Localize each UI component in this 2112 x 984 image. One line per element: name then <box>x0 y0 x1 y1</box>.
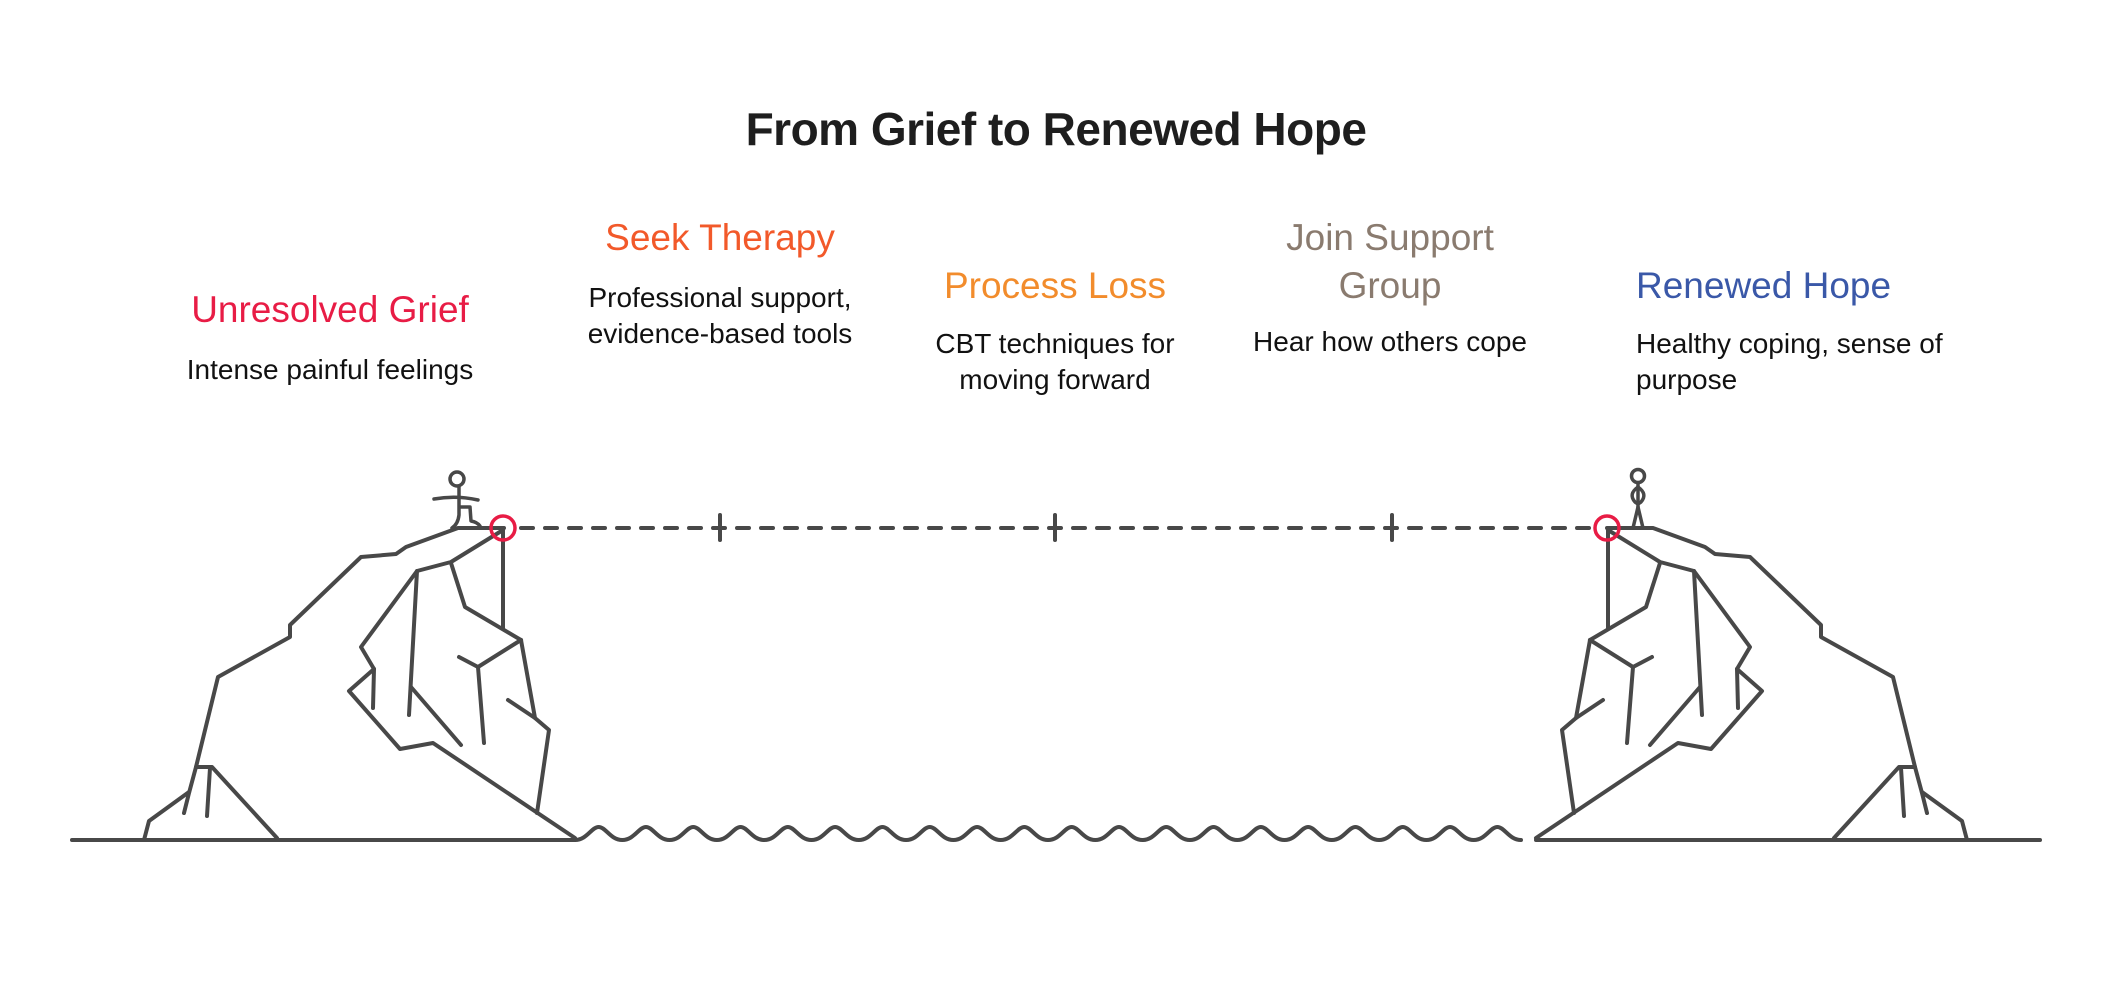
start-marker <box>489 514 517 542</box>
step-heading: Renewed Hope <box>1636 265 1892 306</box>
step-join-support-group: Join Support Group Hear how others cope <box>1230 214 1550 360</box>
step-process-loss: Process Loss CBT techniques for moving f… <box>900 262 1210 398</box>
step-heading: Unresolved Grief <box>191 289 469 330</box>
step-description: Intense painful feelings <box>186 354 474 385</box>
step-description: Professional support, evidence-based too… <box>587 282 853 349</box>
step-seek-therapy: Seek Therapy Professional support, evide… <box>560 214 880 352</box>
step-unresolved-grief: Unresolved Grief Intense painful feeling… <box>150 286 510 388</box>
cliff-right <box>1534 526 1969 842</box>
step-description: Healthy coping, sense of purpose <box>1636 328 1943 395</box>
water-waves <box>573 825 1523 842</box>
step-heading: Process Loss <box>943 265 1167 306</box>
step-heading: Join Support Group <box>1286 217 1494 306</box>
diagram-title: From Grief to Renewed Hope <box>745 103 1367 155</box>
step-description: Hear how others cope <box>1253 326 1527 357</box>
step-description: CBT techniques for moving forward <box>935 328 1175 395</box>
step-heading: Seek Therapy <box>605 217 835 258</box>
person-balancing-icon <box>432 470 482 530</box>
end-marker <box>1593 514 1621 542</box>
person-standing-icon <box>1629 467 1647 530</box>
step-renewed-hope: Renewed Hope Healthy coping, sense of pu… <box>1636 262 1996 398</box>
cliff-left <box>142 526 577 842</box>
